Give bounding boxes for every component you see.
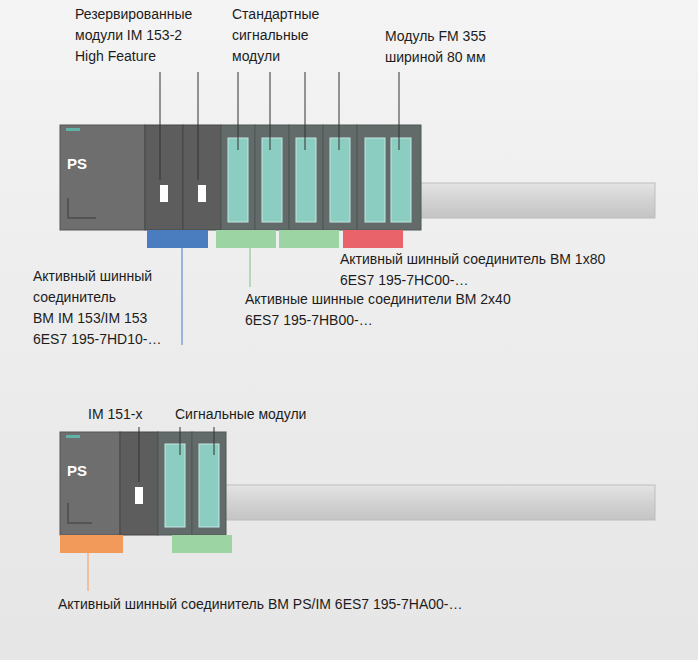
front-cover <box>391 138 411 222</box>
label-line: High Feature <box>75 46 192 67</box>
leader-line <box>198 72 199 180</box>
label-line: Сигнальные модули <box>175 404 306 425</box>
leader-line <box>270 72 271 150</box>
label-line: модули <box>232 46 319 67</box>
label-line: IM 151-x <box>88 404 142 425</box>
power-supply-housing <box>60 125 145 230</box>
leader-line <box>305 72 306 150</box>
leader-line <box>182 248 183 345</box>
label-line: 6ES7 195-7HD10-… <box>33 329 161 350</box>
leader-lines <box>139 427 214 482</box>
connector-callout: Активные шинные соединители BM 2x40 6ES7… <box>245 289 511 331</box>
leader-line <box>250 248 251 287</box>
power-supply-module: PS <box>60 432 120 535</box>
status-mark <box>66 435 80 438</box>
bus-connector <box>172 535 232 553</box>
leader-lines <box>160 72 399 180</box>
front-cover <box>228 138 248 222</box>
front-cover <box>296 138 316 222</box>
bus-connector <box>343 230 403 248</box>
signal-module <box>192 432 226 535</box>
module-label: PS <box>60 432 87 479</box>
label-line: Активный шинный соединитель BM PS/IM 6ES… <box>58 594 463 615</box>
leader-line <box>238 72 239 150</box>
connector-callout: Активный шинный соединитель BM IM 153/IM… <box>33 266 161 350</box>
bus-connector <box>147 230 208 248</box>
bus-connector <box>60 535 123 553</box>
leader-line <box>88 553 89 591</box>
connector-callout: Активный шинный соединитель BM PS/IM 6ES… <box>58 594 463 615</box>
leader-line <box>214 427 215 455</box>
connector-callout: Активный шинный соединитель BM 1x80 6ES7… <box>340 249 605 291</box>
module-callout: Модуль FM 355 шириной 80 мм <box>385 26 486 68</box>
module-callout: IM 151-x <box>88 404 142 425</box>
front-cover <box>365 138 385 222</box>
power-supply-housing <box>60 432 120 535</box>
function-module <box>357 125 421 230</box>
module-window <box>135 487 143 504</box>
label-line: Стандартные <box>232 4 319 25</box>
leader-line <box>399 72 400 150</box>
label-line: Модуль FM 355 <box>385 26 486 47</box>
front-cover <box>165 444 185 527</box>
label-line: Резервированные <box>75 4 192 25</box>
module-window <box>160 185 168 202</box>
status-mark <box>66 128 80 131</box>
signal-module <box>289 125 323 230</box>
leader-line <box>339 72 340 150</box>
module-callout: Стандартные сигнальные модули <box>232 4 319 67</box>
label-line: модули IM 153-2 <box>75 25 192 46</box>
bus-connector <box>279 230 339 248</box>
interface-module <box>183 125 221 230</box>
module-callout: Сигнальные модули <box>175 404 306 425</box>
front-cover <box>330 138 350 222</box>
module-label: PS <box>60 125 87 172</box>
label-line: шириной 80 мм <box>385 47 486 68</box>
signal-module <box>255 125 289 230</box>
leader-line <box>139 427 140 482</box>
power-supply-module: PS <box>60 125 145 230</box>
housing-edge <box>68 503 92 523</box>
module-window <box>198 185 206 202</box>
label-line: 6ES7 195-7HB00-… <box>245 310 511 331</box>
signal-module <box>158 432 192 535</box>
label-line: BM IM 153/IM 153 <box>33 308 161 329</box>
module-callout: Резервированные модули IM 153-2 High Fea… <box>75 4 192 67</box>
label-line: Активные шинные соединители BM 2x40 <box>245 289 511 310</box>
front-cover <box>262 138 282 222</box>
bus-connector <box>216 230 276 248</box>
signal-module <box>323 125 357 230</box>
label-line: соединитель <box>33 287 161 308</box>
label-line: Активный шинный соединитель BM 1x80 <box>340 249 605 270</box>
leader-line <box>160 72 161 180</box>
interface-module <box>145 125 183 230</box>
leader-line <box>180 427 181 455</box>
label-line: 6ES7 195-7HC00-… <box>340 270 605 291</box>
label-line: сигнальные <box>232 25 319 46</box>
front-cover <box>199 444 219 527</box>
label-line: Активный шинный <box>33 266 161 287</box>
housing-edge <box>68 198 96 218</box>
